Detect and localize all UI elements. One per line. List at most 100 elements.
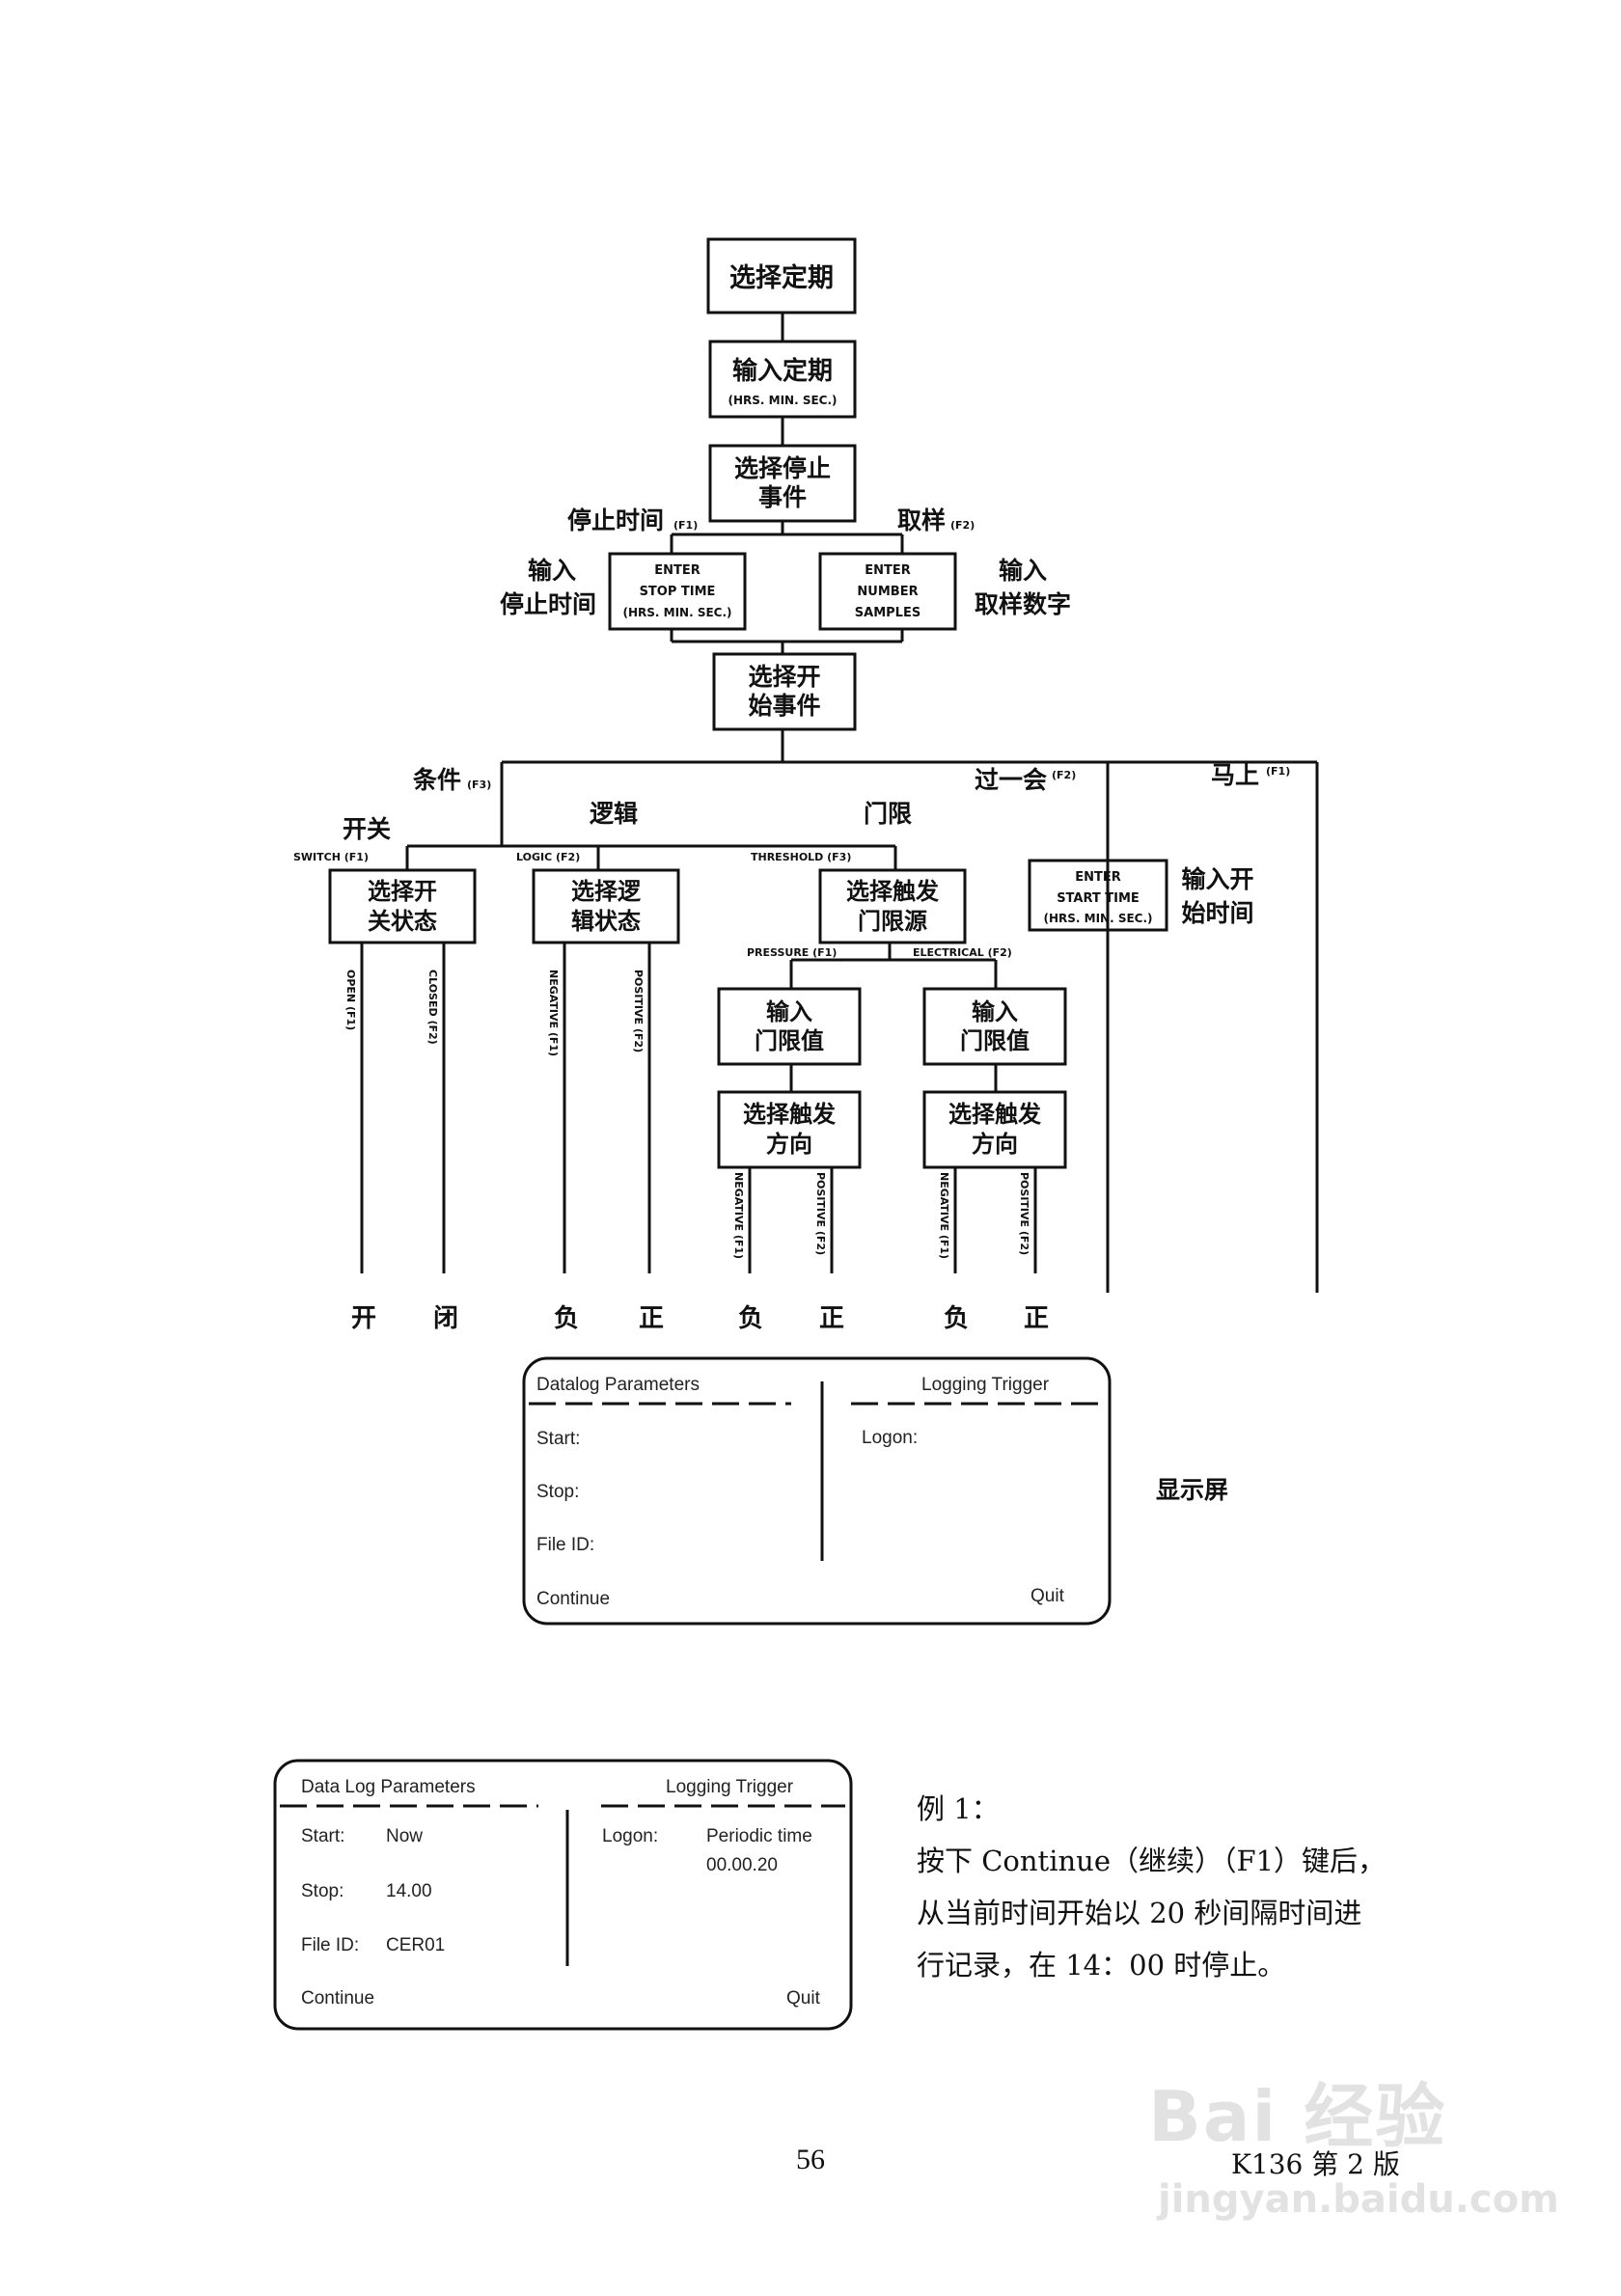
box-select-start-event-1: 选择开: [748, 663, 820, 691]
box-enter-start-time-2: START TIME: [1057, 891, 1140, 906]
template-continue-button: Continue: [536, 1589, 610, 1609]
example-fileid-label: File ID:: [301, 1935, 359, 1955]
key-neg-b: NEGATIVE (F1): [938, 1172, 950, 1259]
label-input-stop-time-1: 输入: [528, 557, 576, 585]
label-condition-key: (F3): [467, 779, 491, 791]
outcome-label: 负: [738, 1304, 763, 1333]
label-threshold: 门限: [864, 800, 912, 828]
example-quit-button: Quit: [786, 1988, 821, 2009]
label-input-start-time-1: 输入开: [1181, 865, 1253, 893]
key-negative: NEGATIVE (F1): [547, 970, 560, 1056]
label-logic: 逻辑: [590, 800, 638, 828]
example-continue-button: Continue: [301, 1988, 374, 2009]
box-enter-start-time-1: ENTER: [1075, 870, 1121, 885]
box-input-period-sub: (HRS. MIN. SEC.): [728, 394, 837, 407]
page-number: 56: [796, 2144, 825, 2175]
template-quit-button: Quit: [1030, 1586, 1065, 1606]
example-logon-value-2: 00.00.20: [706, 1855, 778, 1875]
box-select-start-event-2: 始事件: [748, 692, 820, 720]
example-stop-value: 14.00: [386, 1881, 432, 1901]
example-title-right: Logging Trigger: [666, 1777, 794, 1797]
box-enter-samples-2: NUMBER: [857, 585, 918, 599]
box-direction-e-2: 方向: [972, 1131, 1018, 1158]
label-input-samples-2: 取样数字: [975, 590, 1071, 618]
template-logon-label: Logon:: [862, 1428, 918, 1448]
template-title-right: Logging Trigger: [921, 1375, 1050, 1395]
example-logon-label: Logon:: [602, 1826, 658, 1846]
example-line-3: 行记录，在 14：00 时停止。: [917, 1949, 1286, 1982]
box-enter-stop-time-2: STOP TIME: [640, 585, 716, 599]
label-switch: 开关: [343, 815, 391, 843]
baidu-watermark: Bai 经验 jingyan.baidu.com: [1148, 2060, 1559, 2253]
label-stop-time: 停止时间: [567, 506, 664, 534]
example-logon-value-1: Periodic time: [706, 1826, 812, 1846]
example-start-value: Now: [386, 1826, 423, 1846]
box-direction-p-1: 选择触发: [743, 1101, 836, 1128]
box-select-period: 选择定期: [729, 262, 834, 293]
example-line-1: 按下 Continue（继续）（F1）键后，: [917, 1845, 1387, 1877]
template-title-left: Datalog Parameters: [536, 1375, 700, 1395]
box-select-stop-event-2: 事件: [758, 483, 807, 511]
label-after-while: 过一会: [975, 766, 1047, 794]
box-input-threshold-p-2: 门限值: [755, 1027, 824, 1054]
label-condition: 条件: [413, 766, 461, 794]
outcome-label: 正: [1024, 1304, 1049, 1333]
outcome-label: 开: [351, 1304, 376, 1333]
template-stop-label: Stop:: [536, 1482, 579, 1502]
label-display-screen: 显示屏: [1156, 1476, 1228, 1504]
outcome-label: 闭: [433, 1304, 458, 1333]
label-input-stop-time-2: 停止时间: [500, 590, 596, 618]
box-input-threshold-e-1: 输入: [972, 998, 1018, 1025]
box-enter-start-time-3: (HRS. MIN. SEC.): [1043, 912, 1152, 925]
box-select-switch-1: 选择开: [368, 878, 437, 905]
example-start-label: Start:: [301, 1826, 344, 1846]
box-select-switch-2: 关状态: [368, 908, 437, 935]
example-line-2: 从当前时间开始以 20 秒间隔时间进: [917, 1897, 1362, 1929]
box-select-logic-2: 辑状态: [571, 908, 641, 935]
box-select-threshold-1: 选择触发: [846, 878, 939, 905]
outcome-label: 负: [554, 1304, 579, 1333]
box-input-threshold-e-2: 门限值: [960, 1027, 1030, 1054]
label-input-start-time-2: 始时间: [1181, 899, 1253, 927]
outcome-label: 正: [639, 1304, 664, 1333]
label-switch-key: SWITCH (F1): [293, 851, 369, 863]
box-input-threshold-p-1: 输入: [766, 998, 812, 1025]
watermark-url: jingyan.baidu.com: [1158, 2177, 1559, 2222]
box-select-threshold-2: 门限源: [858, 908, 927, 935]
label-threshold-key: THRESHOLD (F3): [751, 851, 851, 863]
label-stop-time-key: (F1): [673, 519, 698, 532]
key-open: OPEN (F1): [344, 970, 357, 1030]
box-input-period: 输入定期: [732, 356, 833, 386]
label-immediately: 马上: [1211, 761, 1259, 789]
key-pos-a: POSITIVE (F2): [814, 1172, 827, 1255]
box-select-stop-event-1: 选择停止: [734, 454, 831, 482]
example-title-left: Data Log Parameters: [301, 1777, 476, 1797]
document-version: K136 第 2 版: [1231, 2148, 1400, 2180]
template-fileid-label: File ID:: [536, 1535, 594, 1555]
watermark-brand: Bai 经验: [1148, 2076, 1447, 2157]
example-heading: 例 1：: [917, 1792, 1000, 1825]
box-enter-samples-3: SAMPLES: [855, 606, 920, 620]
example-description: 例 1： 按下 Continue（继续）（F1）键后， 从当前时间开始以 20 …: [917, 1783, 1457, 1991]
label-sampling: 取样: [897, 506, 946, 534]
outcome-label: 负: [944, 1304, 969, 1333]
box-enter-samples-1: ENTER: [865, 563, 911, 578]
box-enter-stop-time-1: ENTER: [654, 563, 701, 578]
example-fileid-value: CER01: [386, 1935, 445, 1955]
label-input-samples-1: 输入: [999, 557, 1047, 585]
label-immediately-key: (F1): [1266, 765, 1290, 778]
box-direction-e-1: 选择触发: [948, 1101, 1041, 1128]
box-enter-stop-time-3: (HRS. MIN. SEC.): [622, 606, 731, 619]
key-positive: POSITIVE (F2): [632, 970, 645, 1052]
label-electrical-key: ELECTRICAL (F2): [913, 946, 1012, 959]
example-stop-label: Stop:: [301, 1881, 343, 1901]
box-select-logic-1: 选择逻: [571, 878, 642, 905]
box-direction-p-2: 方向: [766, 1131, 812, 1158]
label-sampling-key: (F2): [950, 519, 975, 532]
label-pressure-key: PRESSURE (F1): [747, 946, 837, 959]
key-pos-b: POSITIVE (F2): [1018, 1172, 1030, 1255]
outcome-label: 正: [819, 1304, 844, 1333]
label-logic-key: LOGIC (F2): [516, 851, 580, 863]
key-closed: CLOSED (F2): [426, 970, 439, 1045]
label-after-while-key: (F2): [1052, 769, 1076, 781]
